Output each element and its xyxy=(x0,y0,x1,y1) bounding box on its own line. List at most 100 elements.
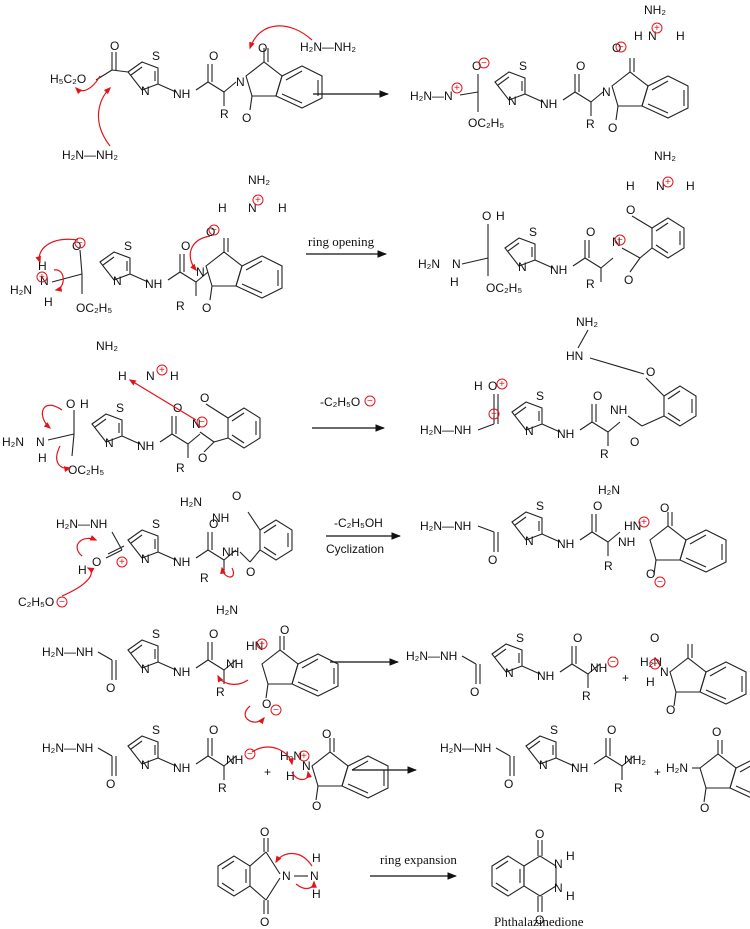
amide-o: O xyxy=(593,389,602,403)
row-4-reactant: H₂N—NH O H + S N NH O R NH O O H₂N NH C₂… xyxy=(18,489,293,609)
amide-nh: NH xyxy=(571,761,588,775)
h2n-label: H₂N xyxy=(666,761,688,775)
thiazole-s: S xyxy=(152,627,160,641)
amide-nh: NH xyxy=(173,87,190,101)
ethyl-ester-label: H₅C₂O xyxy=(50,72,86,86)
thiazole-n: N xyxy=(518,260,527,274)
thiazole-n: N xyxy=(539,758,548,772)
hydrazide-hn: HN xyxy=(566,349,583,363)
alkoxide-o: O xyxy=(262,697,271,711)
charge-plus-icon: + xyxy=(36,271,48,283)
hydrazinium-h-left: H xyxy=(118,369,127,383)
ring-opening-label: ring opening xyxy=(308,234,375,249)
r-group: R xyxy=(176,299,185,313)
tetrahedral-o: O xyxy=(206,225,215,239)
amide-o: O xyxy=(586,225,595,239)
thiazole-s: S xyxy=(536,499,544,513)
curved-electron-arrow-icon xyxy=(291,770,312,781)
oxonium-h: H xyxy=(474,379,483,393)
ethoxy-label: OC₂H₅ xyxy=(76,301,112,315)
charge-minus-icon: − xyxy=(614,234,626,246)
h-atom: H xyxy=(312,851,321,865)
cyclization-label: Cyclization xyxy=(326,542,384,556)
curved-electron-arrow-icon xyxy=(76,535,98,557)
r-group: R xyxy=(582,689,591,703)
carbonyl-o-bottom: O xyxy=(666,703,675,717)
n-atom: N xyxy=(660,665,669,679)
amide-nh-2: NH xyxy=(610,403,627,417)
thiazole-n: N xyxy=(141,662,150,676)
amine-nh: NH xyxy=(226,657,243,671)
charge-minus-icon: − xyxy=(244,748,256,760)
hydrazinium-h-right: H xyxy=(676,29,685,43)
carbonyl-o-top: O xyxy=(626,203,635,217)
hydrazine-group: H₂N xyxy=(2,435,24,449)
carbonyl-o: O xyxy=(504,777,513,791)
hydrazinium-label: H₂N—N xyxy=(410,89,453,103)
charge-minus-icon: − xyxy=(74,237,86,249)
amide-nh: NH xyxy=(550,263,567,277)
svg-text:+: + xyxy=(454,83,460,94)
thiazole-s: S xyxy=(536,389,544,403)
r-group: R xyxy=(218,781,227,795)
hydrazinium-n: N xyxy=(648,29,657,43)
thiazole-n: N xyxy=(525,424,534,438)
carbonyl-o: O xyxy=(198,451,207,465)
hydroxyl-label: O xyxy=(482,209,491,223)
tetrahedral-o: O xyxy=(612,41,621,55)
hydroxyl-o: O xyxy=(66,397,75,411)
amide-nh: NH xyxy=(173,555,190,569)
amide-o: O xyxy=(181,239,190,253)
svg-text:+: + xyxy=(39,272,45,283)
curved-electron-arrow-icon xyxy=(97,86,112,147)
amide-anion-nh: NH xyxy=(226,753,243,767)
thiazole-n: N xyxy=(141,84,150,98)
thiazole-s: S xyxy=(152,517,160,531)
svg-text:+: + xyxy=(255,195,261,206)
amine-nh: NH xyxy=(618,535,635,549)
curved-electron-arrow-icon xyxy=(249,25,313,50)
hydrazide-nh: NH xyxy=(212,511,229,525)
ring-expansion-label: ring expansion xyxy=(380,852,457,867)
row-2-reactant: H₂N N H H O OC₂H₅ S N NH O R N O O NH₂ H… xyxy=(10,173,287,315)
svg-text:+: + xyxy=(159,365,165,376)
thiazole-n: N xyxy=(141,758,150,772)
svg-text:+: + xyxy=(641,517,647,528)
imide-o-top: O xyxy=(258,41,267,55)
svg-text:−: − xyxy=(199,417,205,428)
alkoxide-o: O xyxy=(646,567,655,581)
carbonyl-o-top: O xyxy=(660,501,669,515)
curved-electron-arrow-icon xyxy=(35,238,79,264)
row-1-product: H₂N—N O OC₂H₅ S N NH O R N O O NH₂ H N H… xyxy=(410,3,689,135)
oxonium-o: O xyxy=(488,379,497,393)
imide-n: N xyxy=(602,85,611,99)
r-group: R xyxy=(600,447,609,461)
svg-text:+: + xyxy=(654,23,660,34)
hydrazinium-h-left: H xyxy=(218,201,227,215)
amide-nh: NH xyxy=(173,761,190,775)
n-atom: N xyxy=(282,869,291,883)
row-5-reactant: H₂N—NH O S N NH O R NH H₂N HN + O O − xyxy=(42,603,339,725)
hydrazide-label: H₂N—NH xyxy=(420,519,471,533)
r-group: R xyxy=(176,461,185,475)
svg-text:−: − xyxy=(211,225,217,236)
svg-text:−: − xyxy=(617,235,623,246)
n-atom: N xyxy=(302,759,311,773)
terminal-h2n: H₂N xyxy=(180,495,202,509)
charge-minus-icon: − xyxy=(654,576,666,588)
hydrazinium-top: NH₂ xyxy=(654,149,676,163)
carbonyl-o-top: O xyxy=(280,623,289,637)
r-group: R xyxy=(586,277,595,291)
amide-o: O xyxy=(576,59,585,73)
carbonyl-o-top: O xyxy=(650,631,659,645)
svg-text:+: + xyxy=(665,177,671,188)
hydrazinium-h-right: H xyxy=(278,201,287,215)
terminal-h2n: H₂N xyxy=(598,483,620,497)
curved-electron-arrow-icon xyxy=(220,566,234,578)
carbonyl-o: O xyxy=(624,273,633,287)
amide-n-anion: N xyxy=(192,417,201,431)
amide-nh: NH xyxy=(537,669,554,683)
carbonyl-o: O xyxy=(488,553,497,567)
r-group: R xyxy=(200,571,209,585)
svg-text:+: + xyxy=(119,557,125,568)
